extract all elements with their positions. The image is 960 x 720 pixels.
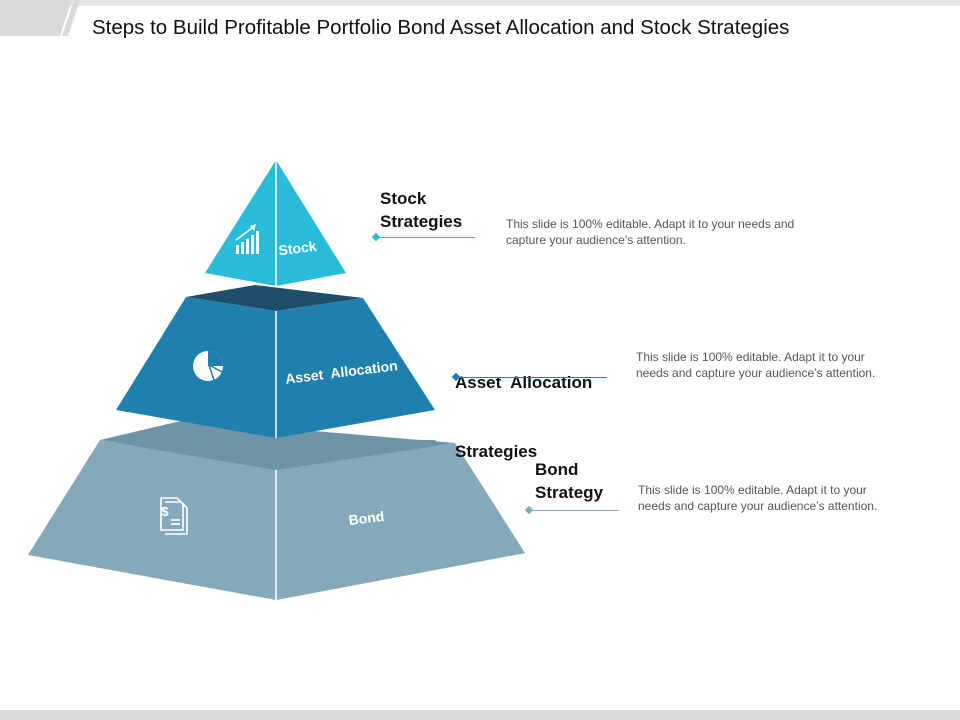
- stock-tier: Stock: [205, 160, 346, 286]
- svg-text:$: $: [161, 504, 169, 519]
- stock-description: This slide is 100% editable. Adapt it to…: [506, 216, 794, 248]
- stock-tier-left-face: [205, 160, 276, 286]
- asset-heading-line2: Strategies: [455, 442, 538, 461]
- page-title: Steps to Build Profitable Portfolio Bond…: [92, 16, 790, 39]
- stock-heading-line1: Stock: [380, 189, 427, 208]
- stock-tier-right-face: [276, 160, 346, 286]
- bond-heading-line1: Bond: [535, 460, 579, 479]
- bond-tier: $ Bond: [28, 420, 525, 600]
- bond-face-label: Bond: [348, 508, 385, 528]
- asset-description: This slide is 100% editable. Adapt it to…: [636, 349, 875, 381]
- asset-heading-line1: Asset Allocation: [455, 373, 593, 392]
- bond-connector-line: [530, 510, 619, 511]
- stock-connector-line: [377, 237, 475, 238]
- bottom-rule: [0, 710, 960, 720]
- bond-tier-left-face: [28, 440, 276, 600]
- top-rule: [0, 0, 960, 6]
- asset-tier-top-face: [186, 285, 363, 311]
- asset-tier: Asset Allocation: [116, 285, 435, 438]
- bond-tier-right-face: [276, 443, 525, 600]
- corner-accent: [0, 0, 80, 36]
- stock-face-label: Stock: [277, 238, 317, 259]
- bond-desc-line1: This slide is 100% editable. Adapt it to…: [638, 483, 867, 497]
- stock-desc-line2: capture your audience’s attention.: [506, 233, 686, 247]
- stock-heading-line2: Strategies: [380, 212, 463, 231]
- asset-tier-right-face: [276, 298, 435, 438]
- pie-chart-icon: [193, 351, 223, 381]
- growth-chart-icon: [235, 224, 259, 254]
- dollar-document-icon: [160, 497, 188, 535]
- asset-connector-line: [457, 377, 607, 378]
- bond-heading: Bond Strategy: [535, 458, 603, 504]
- stock-desc-line1: This slide is 100% editable. Adapt it to…: [506, 217, 795, 231]
- bond-description: This slide is 100% editable. Adapt it to…: [638, 482, 877, 514]
- asset-desc-line1: This slide is 100% editable. Adapt it to…: [636, 350, 865, 364]
- stock-heading: Stock Strategies: [380, 187, 462, 233]
- bond-heading-line2: Strategy: [535, 483, 604, 502]
- bond-tier-top-face: [100, 420, 455, 470]
- asset-desc-line2: needs and capture your audience’s attent…: [636, 366, 876, 380]
- bond-desc-line2: needs and capture your audience’s attent…: [638, 499, 878, 513]
